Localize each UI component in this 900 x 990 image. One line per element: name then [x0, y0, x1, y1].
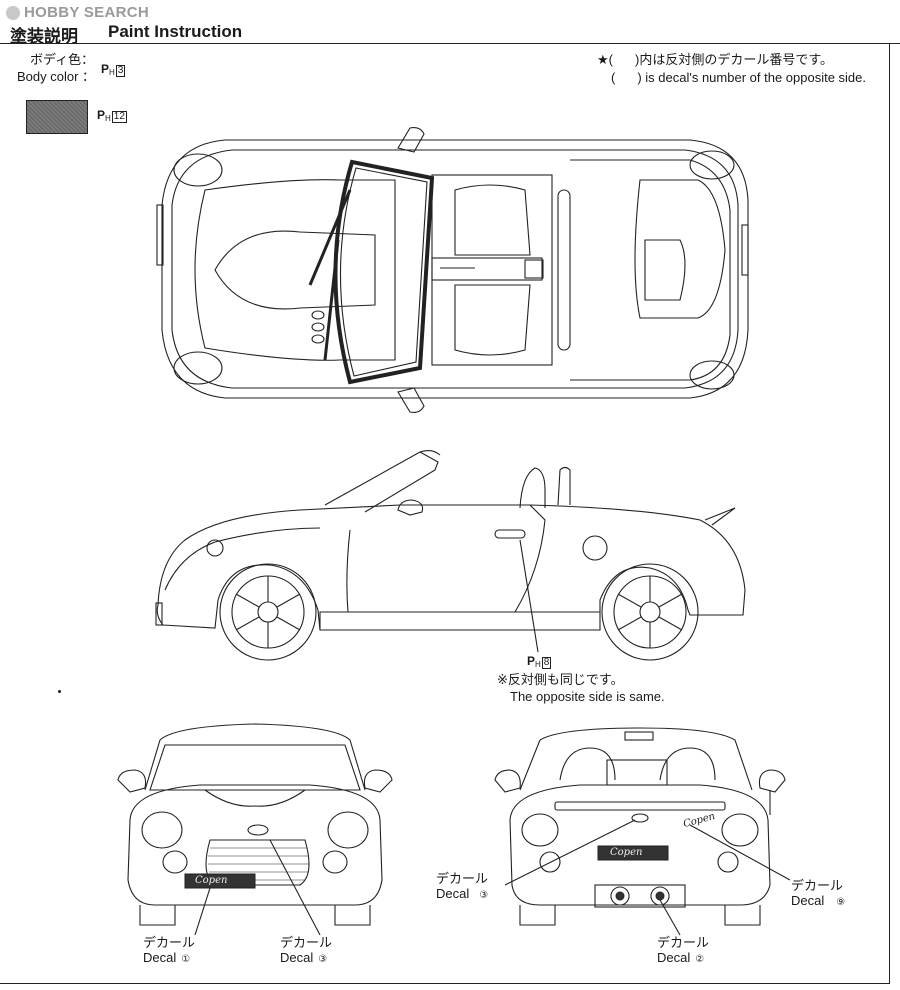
- title-divider: [0, 43, 900, 44]
- note-line-en: ( ) is decal's number of the opposite sid…: [611, 70, 866, 85]
- side-view: [155, 449, 746, 661]
- decal-number: ③: [479, 890, 489, 901]
- frame-bottom-border: [0, 983, 890, 984]
- decal-en: Decal: [280, 950, 314, 965]
- logo-badge-icon: [6, 5, 20, 20]
- logo-text: HOBBY SEARCH: [24, 4, 150, 21]
- note-jp-text: )内は反対側のデカール番号です。: [634, 52, 834, 67]
- note-paren: (: [611, 70, 616, 85]
- paint-sub: H: [535, 660, 541, 669]
- decal-jp: デカール: [657, 935, 710, 950]
- decal-jp: デカール: [791, 878, 844, 893]
- rear-badge-text: Copen: [610, 847, 643, 858]
- paint-sub: H: [105, 114, 111, 123]
- decal-number: ①: [181, 954, 191, 965]
- front-badge-text: Copen: [195, 875, 228, 886]
- decal-number: ⑨: [836, 897, 846, 908]
- decal-en: Decal: [657, 950, 691, 965]
- side-note-en: The opposite side is same.: [510, 689, 665, 704]
- page-title-en: Paint Instruction: [108, 22, 243, 41]
- decal-label-3-rear: デカール Decal ③: [436, 871, 488, 902]
- decal-label-2: デカール Decal ②: [657, 935, 709, 966]
- page-title-jp: 塗装説明: [10, 27, 78, 46]
- rear-view: [494, 727, 791, 936]
- decal-label-9: デカール Decal ⑨: [791, 878, 845, 909]
- decal-en: Decal: [143, 950, 177, 965]
- body-color-label-jp: ボディ色：: [30, 52, 95, 67]
- decal-number: ③: [318, 954, 328, 965]
- decal-en: Decal: [436, 886, 470, 901]
- paint-prefix: P: [97, 108, 106, 122]
- top-view: [156, 127, 749, 413]
- site-logo: HOBBY SEARCH: [6, 4, 149, 21]
- decal-jp: デカール: [436, 871, 489, 886]
- side-note-jp: ※反対側も同じです。: [497, 672, 624, 687]
- paint-sub: H: [109, 68, 115, 77]
- frame-right-border: [889, 43, 890, 983]
- front-view: [117, 723, 393, 936]
- note-en-text: ) is decal's number of the opposite side…: [637, 70, 867, 85]
- decal-jp: デカール: [143, 935, 196, 950]
- paint-prefix: P: [527, 654, 536, 668]
- paint-prefix: P: [101, 62, 110, 76]
- decal-label-3-front: デカール Decal ③: [280, 935, 332, 966]
- decal-jp: デカール: [280, 935, 333, 950]
- paint-number: 12: [111, 111, 127, 123]
- decal-en: Decal: [791, 893, 825, 908]
- paint-number: 8: [541, 657, 552, 669]
- paint-swatch: [26, 100, 88, 134]
- stray-dot: [58, 690, 61, 693]
- body-color-label-en: Body color ：: [17, 69, 96, 84]
- decal-label-1: デカール Decal ①: [143, 935, 195, 966]
- paint-number: 3: [115, 65, 126, 77]
- decal-number: ②: [695, 954, 705, 965]
- note-star: ★(: [597, 52, 613, 67]
- note-line-jp: ★( )内は反対側のデカール番号です。: [597, 52, 833, 67]
